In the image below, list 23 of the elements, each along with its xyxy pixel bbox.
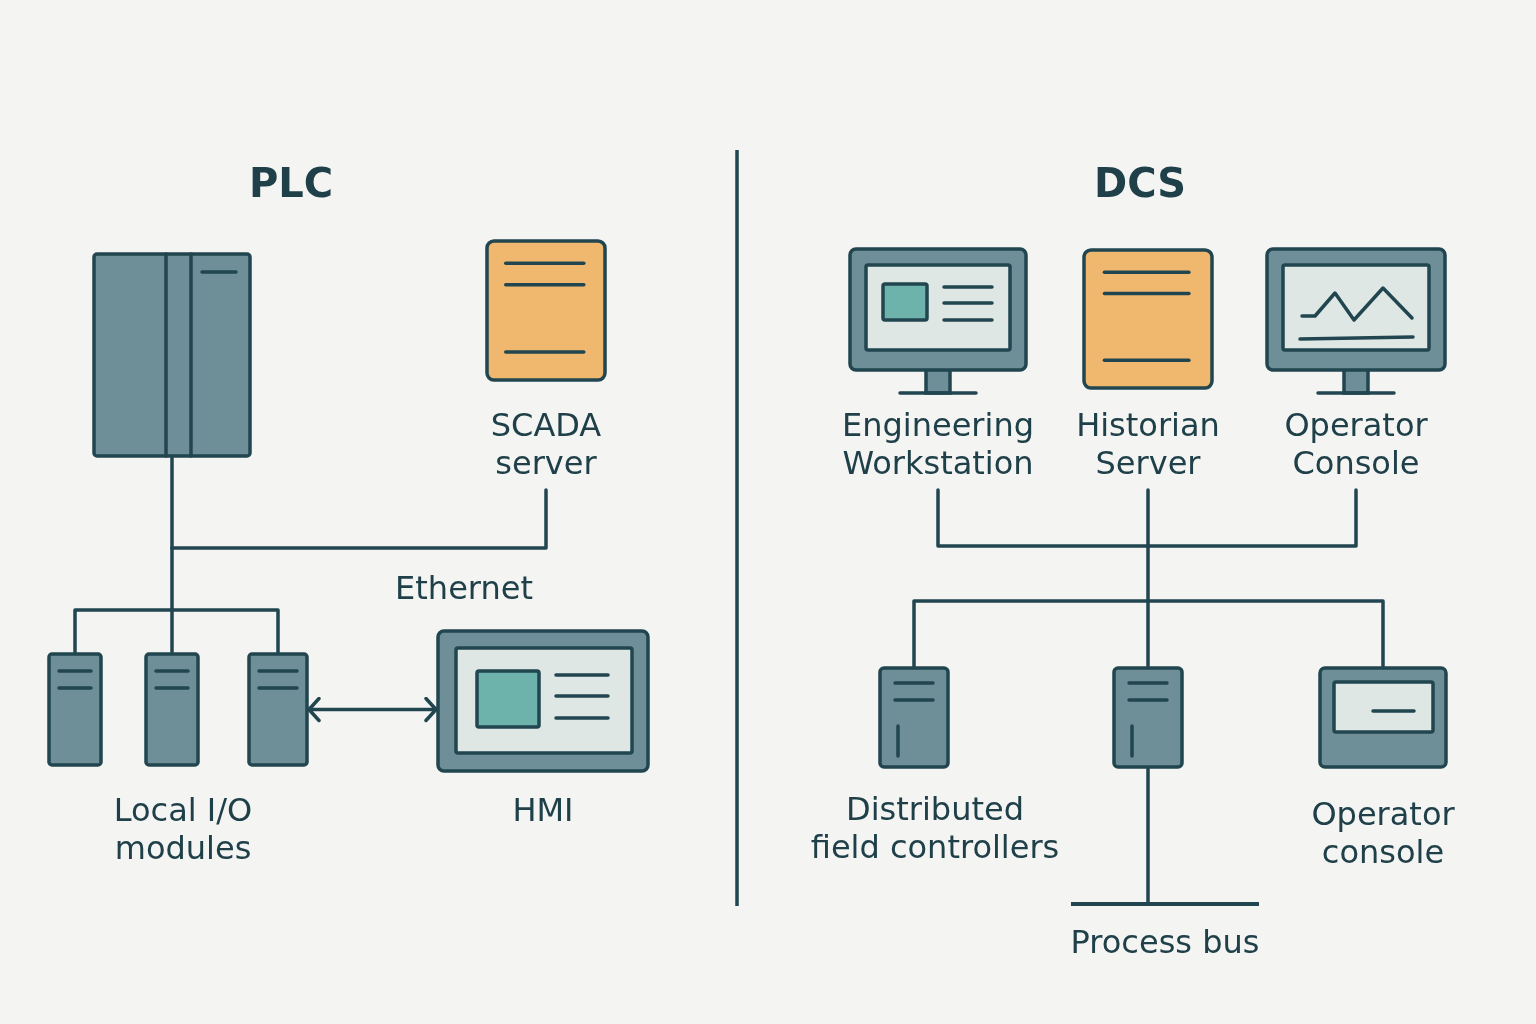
connector-line [1146,599,1385,668]
group-label: Distributed field controllers [809,790,1061,866]
connector-line [912,599,1150,668]
group-label: Local I/O modules [112,791,254,867]
device-label: Historian Server [1075,406,1221,482]
connector-line [1146,599,1150,668]
connector-line [1146,488,1358,548]
connector-line [170,488,548,550]
connector-line [1146,488,1150,548]
connector-line [1146,767,1150,904]
connector-line [170,456,174,550]
device-label: Operator Console [1283,406,1429,482]
network-label: Ethernet [394,569,534,607]
connector-line [170,608,174,654]
connector-line [170,608,280,654]
section-title: PLC [247,160,335,206]
device-label: Engineering Workstation [841,406,1035,482]
section-title: DCS [1092,160,1188,206]
bus-label: Process bus [1070,923,1260,961]
connector-line [73,608,174,654]
device-label: Operator console [1310,795,1456,871]
device-label: SCADA server [489,406,603,482]
device-label: HMI [512,791,574,829]
